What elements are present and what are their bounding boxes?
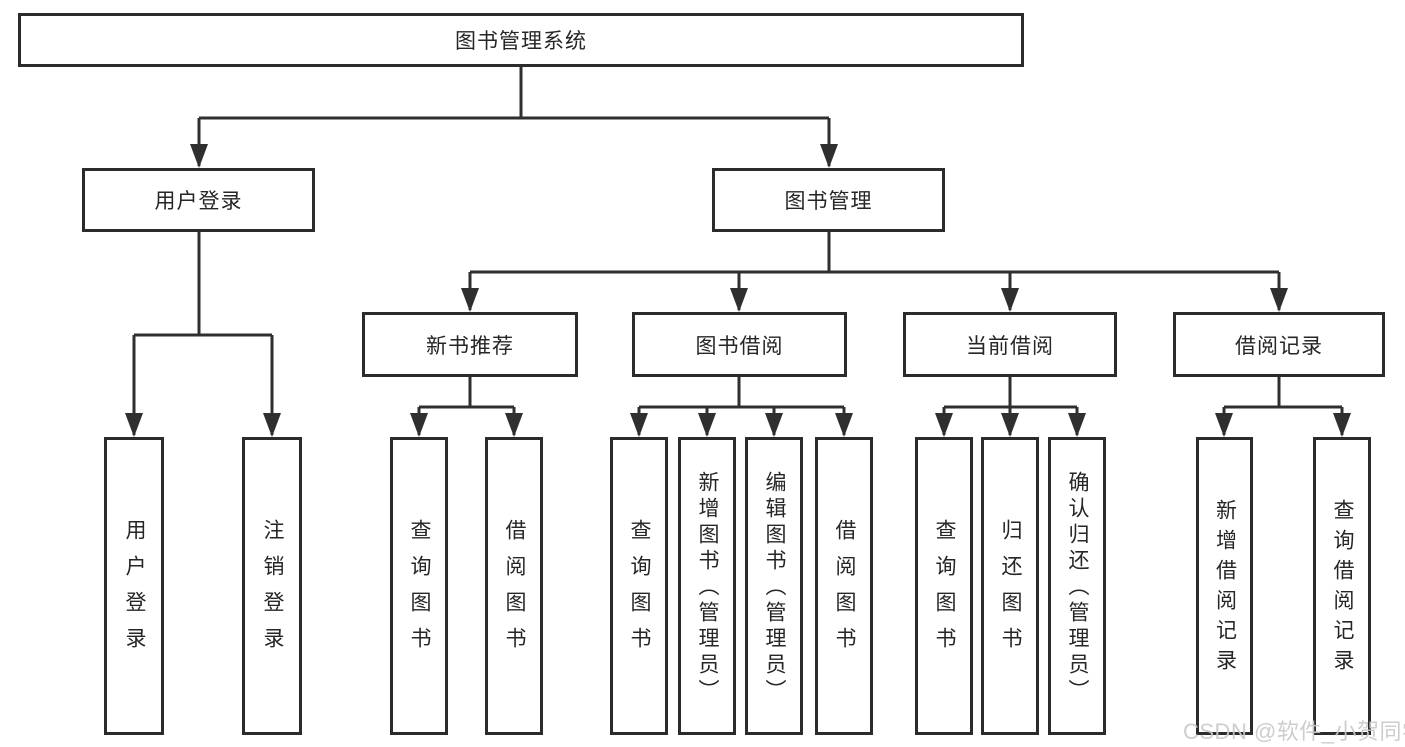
leaf-query-books-2: 查询图书 <box>610 437 668 735</box>
leaf-borrow-books-1-label: 借阅图书 <box>503 519 526 663</box>
node-book-borrow: 图书借阅 <box>632 312 847 377</box>
leaf-add-book-admin: 新增图书（管理员） <box>678 437 736 735</box>
leaf-logout: 注销登录 <box>242 437 302 735</box>
connector-book-borrow <box>637 377 846 435</box>
node-new-book-recommend: 新书推荐 <box>362 312 578 377</box>
leaf-query-borrow-record: 查询借阅记录 <box>1313 437 1371 735</box>
arrow-down-icon <box>765 413 783 437</box>
arrow-down-icon <box>835 413 853 437</box>
leaf-query-books-1: 查询图书 <box>390 437 448 735</box>
node-root-label: 图书管理系统 <box>455 30 587 53</box>
leaf-query-books-1-label: 查询图书 <box>408 519 431 663</box>
arrow-down-icon <box>1270 288 1288 312</box>
node-current-borrow: 当前借阅 <box>903 312 1117 377</box>
arrow-down-icon <box>505 413 523 437</box>
node-book-management-label: 图书管理 <box>784 190 873 213</box>
leaf-query-books-2-label: 查询图书 <box>628 519 651 663</box>
arrow-down-icon <box>630 413 648 437</box>
node-book-management: 图书管理 <box>712 168 945 232</box>
connector-new-book <box>417 377 516 435</box>
connector-segments <box>132 67 1344 435</box>
watermark: CSDN @软件_小贺同学 <box>1183 719 1405 744</box>
leaf-return-book-label: 归还图书 <box>999 519 1022 663</box>
arrowheads <box>125 144 1351 437</box>
leaf-user-login: 用户登录 <box>104 437 164 735</box>
leaf-return-book: 归还图书 <box>981 437 1039 735</box>
connector-book-mgmt <box>468 232 1281 310</box>
node-user-login-label: 用户登录 <box>154 190 243 213</box>
leaf-query-borrow-record-label: 查询借阅记录 <box>1331 499 1354 679</box>
leaf-logout-label: 注销登录 <box>261 519 284 663</box>
arrow-down-icon <box>1333 413 1351 437</box>
arrow-down-icon <box>263 413 281 437</box>
leaf-add-book-admin-label: 新增图书（管理员） <box>696 471 719 705</box>
leaf-add-borrow-record-label: 新增借阅记录 <box>1213 499 1237 679</box>
connector-borrow-record <box>1222 377 1344 435</box>
arrow-down-icon <box>935 413 953 437</box>
node-book-borrow-label: 图书借阅 <box>695 334 784 358</box>
node-new-book-recommend-label: 新书推荐 <box>426 334 514 358</box>
arrow-down-icon <box>461 288 479 312</box>
arrow-down-icon <box>1068 413 1086 437</box>
arrow-down-icon <box>698 413 716 437</box>
arrow-down-icon <box>730 288 748 312</box>
arrow-down-icon <box>410 413 428 437</box>
arrow-down-icon <box>125 413 143 437</box>
node-borrow-record-label: 借阅记录 <box>1235 334 1323 358</box>
connector-root <box>197 67 831 166</box>
leaf-user-login-label: 用户登录 <box>123 519 146 663</box>
node-current-borrow-label: 当前借阅 <box>966 334 1054 358</box>
leaf-confirm-return-admin: 确认归还（管理员） <box>1048 437 1106 735</box>
leaf-borrow-books-2: 借阅图书 <box>815 437 873 735</box>
arrow-down-icon <box>820 144 838 168</box>
arrow-down-icon <box>1001 413 1019 437</box>
node-user-login: 用户登录 <box>82 168 315 232</box>
connector-user-login <box>132 232 274 435</box>
leaf-edit-book-admin-label: 编辑图书（管理员） <box>763 471 786 705</box>
arrow-down-icon <box>190 144 208 168</box>
arrow-down-icon <box>1001 288 1019 312</box>
arrow-down-icon <box>1215 413 1233 437</box>
leaf-borrow-books-1: 借阅图书 <box>485 437 543 735</box>
node-borrow-record: 借阅记录 <box>1173 312 1385 377</box>
leaf-query-books-3-label: 查询图书 <box>933 519 956 663</box>
leaf-edit-book-admin: 编辑图书（管理员） <box>745 437 803 735</box>
leaf-add-borrow-record: 新增借阅记录 <box>1196 437 1253 735</box>
leaf-query-books-3: 查询图书 <box>915 437 973 735</box>
leaf-borrow-books-2-label: 借阅图书 <box>833 519 856 663</box>
leaf-confirm-return-admin-label: 确认归还（管理员） <box>1066 471 1089 705</box>
node-root: 图书管理系统 <box>18 13 1024 67</box>
